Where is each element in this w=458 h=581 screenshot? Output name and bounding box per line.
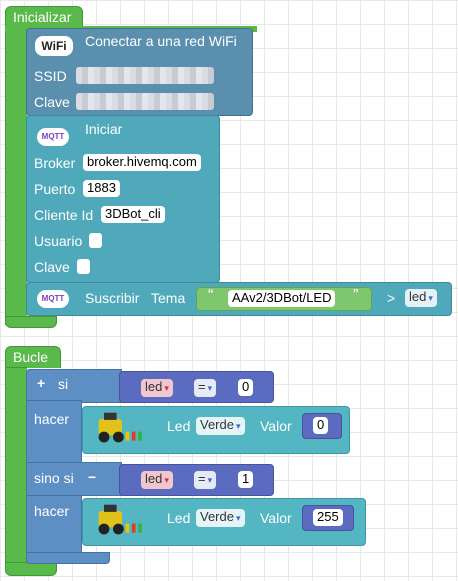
wifi-password-input[interactable]	[76, 93, 214, 110]
quote-close-icon: ”	[353, 287, 359, 304]
ssid-label: SSID	[34, 68, 67, 84]
minus-icon[interactable]: −	[88, 469, 97, 485]
client-id-label: Cliente Id	[34, 207, 94, 223]
color-value-1: Verde	[200, 417, 234, 432]
cond2-var-dropdown[interactable]: led▾	[141, 471, 173, 489]
plus-icon[interactable]: +	[37, 375, 46, 391]
port-input[interactable]: 1883	[83, 180, 120, 197]
wifi-password-label: Clave	[34, 94, 70, 110]
color-dropdown-1[interactable]: Verde▾	[196, 417, 245, 435]
dropdown-icon: ▾	[164, 475, 169, 485]
loop-block-bottom	[5, 562, 57, 576]
robot-icon	[98, 504, 142, 535]
cond1-op: =	[198, 379, 206, 394]
do-label-2: hacer	[34, 503, 70, 519]
loop-block-spine	[5, 367, 27, 567]
led-label-2: Led	[167, 510, 191, 526]
init-hat[interactable]	[5, 6, 83, 28]
elseif-row	[26, 462, 122, 496]
dropdown-icon: ▾	[207, 383, 213, 393]
cond2-var: led	[145, 471, 163, 486]
value-label-1: Valor	[260, 418, 292, 434]
wifi-title: Conectar a una red WiFi	[85, 33, 237, 49]
cond2-op: =	[198, 471, 206, 486]
if-label: si	[58, 376, 69, 392]
loop-hat[interactable]	[5, 346, 61, 368]
cond1-value-input[interactable]: 0	[238, 379, 254, 396]
subscribe-label: Suscribir	[85, 290, 140, 306]
mqtt-password-label: Clave	[34, 259, 70, 275]
action2-value-input[interactable]: 255	[313, 509, 343, 526]
cond1-var: led	[145, 379, 163, 394]
cond2-value-input[interactable]: 1	[238, 471, 254, 488]
dropdown-icon: ▾	[235, 421, 241, 431]
led-label-1: Led	[167, 418, 191, 434]
topic-label: Tema	[151, 290, 186, 306]
init-label: Inicializar	[13, 9, 72, 25]
color-dropdown-2[interactable]: Verde▾	[196, 509, 245, 527]
if-block[interactable]	[26, 369, 122, 403]
wifi-icon: WiFi	[35, 36, 73, 56]
mqtt-icon: MQTT	[37, 128, 69, 146]
if-block-end	[26, 552, 110, 564]
value-label-2: Valor	[260, 510, 292, 526]
init-block-bottom	[5, 316, 57, 328]
cond1-op-dropdown[interactable]: =▾	[194, 379, 217, 397]
loop-label: Bucle	[13, 349, 49, 365]
quote-open-icon: “	[208, 287, 214, 304]
broker-input[interactable]: broker.hivemq.com	[83, 154, 201, 171]
subscribe-var-value: led	[409, 289, 427, 304]
robot-icon	[98, 412, 142, 443]
action1-value-input[interactable]: 0	[313, 417, 329, 434]
number-block-2[interactable]	[302, 505, 354, 531]
cond2-op-dropdown[interactable]: =▾	[194, 471, 217, 489]
broker-label: Broker	[34, 155, 76, 171]
dropdown-icon: ▾	[207, 475, 213, 485]
dropdown-icon: ▾	[235, 513, 241, 523]
user-input[interactable]	[89, 233, 102, 248]
do-label-1: hacer	[34, 411, 70, 427]
user-label: Usuario	[34, 233, 83, 249]
subscribe-var-dropdown[interactable]: led▾	[405, 289, 437, 307]
cond1-var-dropdown[interactable]: led▾	[141, 379, 173, 397]
dropdown-icon: ▾	[428, 293, 433, 303]
color-value-2: Verde	[200, 509, 234, 524]
client-id-input[interactable]: 3DBot_cli	[101, 206, 165, 223]
port-label: Puerto	[34, 181, 76, 197]
mqtt-subscribe-icon: MQTT	[37, 290, 69, 308]
elseif-label: sino si	[34, 470, 74, 486]
subscribe-arrow: >	[387, 290, 396, 306]
dropdown-icon: ▾	[164, 383, 169, 393]
init-block-spine	[5, 27, 27, 325]
topic-input[interactable]: AAv2/3DBot/LED	[228, 290, 336, 307]
mqtt-password-input[interactable]	[77, 259, 90, 274]
ssid-input[interactable]	[76, 67, 214, 84]
mqtt-init-title: Iniciar	[85, 121, 123, 137]
